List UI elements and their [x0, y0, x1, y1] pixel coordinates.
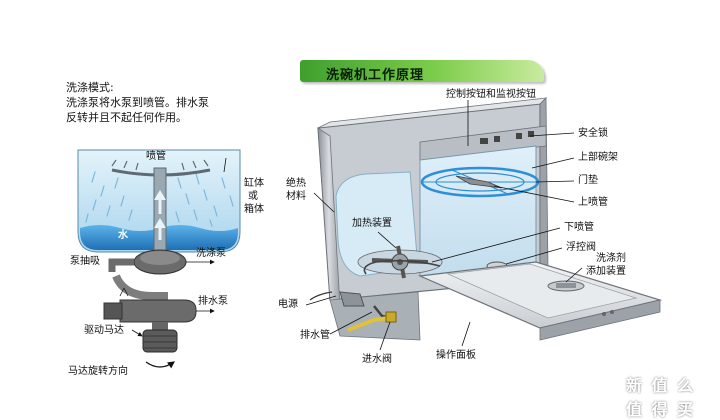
label-wash-pump: 洗涤泵 — [196, 248, 226, 259]
label-inlet-valve: 进水阀 — [362, 354, 392, 365]
leader-lines — [305, 100, 583, 351]
label-heater: 加热装置 — [352, 218, 392, 229]
label-drain-pump: 排水泵 — [198, 296, 228, 307]
open-door — [417, 261, 663, 341]
mode-line-2: 反转并且不起任何作用。 — [66, 111, 187, 124]
diagram-canvas: 洗碗机工作原理 洗涤模式: 洗涤泵将水泵到喷管。排水泵 反转并且不起任何作用。 … — [66, 60, 693, 419]
drain-pump — [103, 299, 215, 323]
label-upper-rack: 上部碗架 — [578, 152, 618, 163]
label-tank-3: 箱体 — [244, 204, 264, 215]
diagram-title: 洗碗机工作原理 — [326, 68, 425, 83]
label-detergent-1: 洗涤剂 — [596, 253, 626, 264]
mode-description: 洗涤模式: 洗涤泵将水泵到喷管。排水泵 反转并且不起任何作用。 — [66, 80, 209, 125]
label-power: 电源 — [278, 299, 298, 310]
label-sump: 泵抽吸 — [70, 256, 100, 267]
label-safety-lock: 安全锁 — [578, 128, 608, 139]
label-float-valve: 浮控阀 — [566, 242, 596, 253]
label-water: 水 — [118, 230, 128, 241]
control-strip — [419, 125, 547, 161]
label-controls: 控制按钮和监视按钮 — [446, 89, 536, 100]
title-banner — [300, 60, 544, 82]
label-drain-hose: 排水管 — [300, 330, 330, 341]
watermark: 新 值 么 值 得 买 — [626, 376, 696, 419]
label-tank-2: 或 — [248, 191, 258, 202]
spray-arm — [111, 159, 211, 253]
mode-heading: 洗涤模式: — [66, 81, 114, 94]
label-lower-spray: 下喷管 — [564, 222, 594, 233]
label-insulation-2: 材料 — [286, 191, 306, 202]
label-detergent-2: 添加装置 — [586, 266, 626, 277]
label-panel: 操作面板 — [436, 350, 476, 361]
heating-element — [363, 259, 441, 275]
spray-drops — [85, 171, 234, 227]
label-gasket: 门垫 — [578, 175, 598, 186]
label-tank-1: 缸体 — [244, 178, 264, 189]
diagram-graphics — [77, 97, 663, 369]
label-motor: 驱动马达 — [84, 325, 124, 336]
label-rotation: 马达旋转方向 — [68, 366, 128, 377]
label-insulation-1: 绝热 — [286, 178, 306, 189]
wash-pump — [108, 249, 215, 275]
suction-pipe — [112, 274, 168, 300]
drive-motor — [131, 322, 178, 369]
label-spray: 喷管 — [146, 151, 166, 162]
mode-line-1: 洗涤泵将水泵到喷管。排水泵 — [66, 96, 209, 109]
label-upper-spray: 上喷管 — [578, 197, 608, 208]
base-plumbing — [309, 291, 421, 341]
